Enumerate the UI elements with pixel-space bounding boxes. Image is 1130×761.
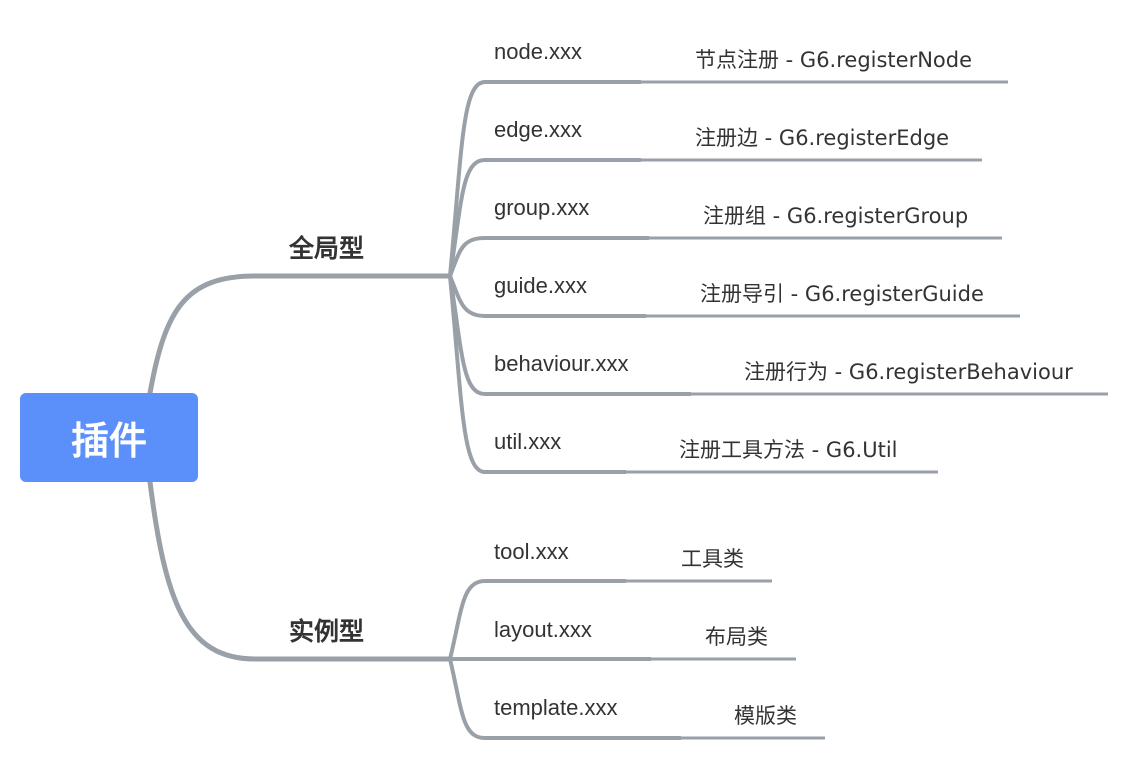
branch-1-child-2-connector — [448, 158, 642, 278]
child-node-name[interactable]: guide.xxx — [494, 273, 587, 298]
child-node-name[interactable]: template.xxx — [494, 695, 618, 720]
branch-2-label[interactable]: 实例型 — [289, 617, 365, 646]
leaf-node-desc[interactable]: 注册边 - G6.registerEdge — [695, 126, 950, 150]
child-node-name[interactable]: node.xxx — [494, 39, 583, 64]
leaf-node-desc[interactable]: 注册组 - G6.registerGroup — [703, 204, 969, 228]
leaf-node-desc[interactable]: 工具类 — [681, 547, 744, 571]
root-to-branch-1-connector — [147, 273, 453, 396]
root-node[interactable]: 插件 — [20, 393, 198, 482]
branch-1-child-1-connector — [448, 80, 642, 278]
child-node-name[interactable]: layout.xxx — [494, 617, 592, 642]
leaf-node-desc[interactable]: 模版类 — [734, 704, 797, 728]
child-node-name[interactable]: behaviour.xxx — [494, 351, 629, 376]
child-node-name[interactable]: group.xxx — [494, 195, 590, 220]
branch-2-child-1-connector — [448, 579, 627, 661]
root-node-label: 插件 — [70, 419, 147, 463]
child-node-name[interactable]: util.xxx — [494, 429, 562, 454]
leaf-node-desc[interactable]: 注册导引 - G6.registerGuide — [700, 282, 984, 306]
leaf-node-desc[interactable]: 注册工具方法 - G6.Util — [679, 438, 898, 462]
child-node-name[interactable]: tool.xxx — [494, 539, 569, 564]
root-to-branch-2-connector — [147, 479, 453, 662]
leaf-node-desc[interactable]: 节点注册 - G6.registerNode — [695, 48, 973, 72]
leaf-node-desc[interactable]: 注册行为 - G6.registerBehaviour — [744, 360, 1073, 384]
branch-2-child-3-connector — [448, 657, 682, 740]
branch-1-child-3-connector — [448, 236, 650, 278]
branch-1-label[interactable]: 全局型 — [289, 234, 365, 263]
child-node-name[interactable]: edge.xxx — [494, 117, 583, 142]
branch-1-child-6-connector — [448, 274, 627, 474]
leaf-node-desc[interactable]: 布局类 — [705, 625, 768, 649]
